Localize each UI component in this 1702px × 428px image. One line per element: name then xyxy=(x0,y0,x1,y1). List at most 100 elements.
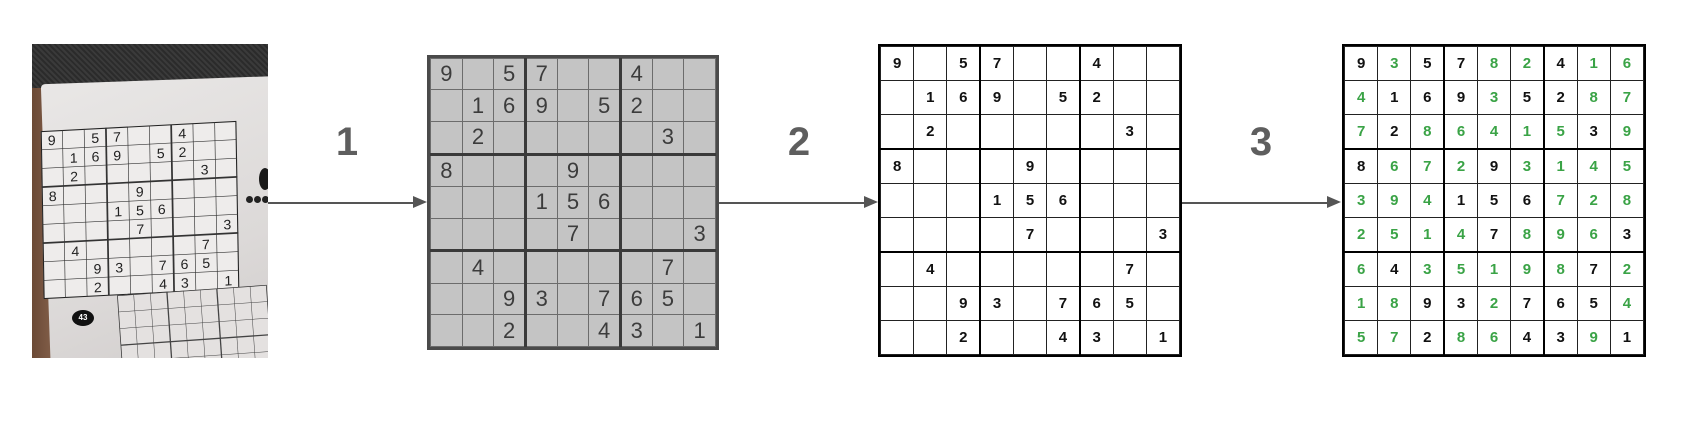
scanned-grid-cell xyxy=(430,217,463,253)
solved-grid-cell: 7 xyxy=(1609,79,1645,115)
solved-grid-cell: 2 xyxy=(1510,46,1545,81)
solved-grid-cell: 6 xyxy=(1410,79,1446,115)
scanned-grid-cell xyxy=(493,250,527,284)
photo-grid-digit: 7 xyxy=(202,236,210,252)
scanned-grid-cell xyxy=(651,314,685,347)
digitized-grid-cell xyxy=(1145,148,1181,185)
solved-grid-cell: 2 xyxy=(1410,320,1446,355)
photo-grid-digit: 3 xyxy=(181,275,189,291)
solved-grid-cell: 5 xyxy=(1476,183,1512,218)
scanned-grid-cell: 9 xyxy=(493,282,527,316)
scanned-grid-cell xyxy=(588,153,622,188)
scanned-grid-cell xyxy=(430,314,463,347)
digitized-grid-cell: 9 xyxy=(979,79,1014,115)
solved-grid-cell: 9 xyxy=(1377,183,1412,218)
difficulty-dot xyxy=(262,196,268,203)
solved-grid-cell: 1 xyxy=(1476,251,1512,288)
digitized-grid-cell: 3 xyxy=(979,286,1014,322)
photo-grid-line xyxy=(42,251,239,263)
solved-grid-cell: 7 xyxy=(1476,216,1512,254)
photo-next-grid-line xyxy=(119,317,268,329)
scanned-grid-cell xyxy=(683,250,716,284)
scanned-grid-cell xyxy=(651,186,685,219)
solved-grid-cell: 5 xyxy=(1609,148,1645,185)
scanned-grid-cell xyxy=(683,57,716,91)
photo-binder-hole xyxy=(259,168,268,190)
photo-next-grid-line xyxy=(150,292,157,358)
solved-grid-cell: 3 xyxy=(1576,113,1611,150)
digitized-grid-cell: 3 xyxy=(1112,113,1147,150)
digitized-grid-cell: 2 xyxy=(946,320,982,355)
scanned-grid-cell xyxy=(619,120,653,156)
photo-grid-digit: 2 xyxy=(178,144,186,160)
scanned-grid-cell: 5 xyxy=(493,57,527,91)
scanned-grid-cell: 3 xyxy=(651,120,685,156)
digitized-grid-cell: 7 xyxy=(979,46,1014,81)
scanned-grid-cell xyxy=(493,186,527,219)
scanned-grid-cell: 7 xyxy=(556,217,590,253)
photo-grid-digit: 7 xyxy=(136,221,144,237)
solved-grid-cell: 9 xyxy=(1343,46,1379,81)
digitized-grid-cell xyxy=(979,251,1014,288)
photo-grid-line xyxy=(127,126,131,295)
digitized-grid-cell xyxy=(1012,113,1048,150)
photo-grid-digit: 4 xyxy=(159,276,167,292)
solved-grid-cell: 6 xyxy=(1576,216,1611,254)
solved-grid-cell: 7 xyxy=(1543,183,1578,218)
digitized-grid-cell: 6 xyxy=(1079,286,1114,322)
scanned-grid-cell xyxy=(556,314,590,347)
solved-grid-cell: 6 xyxy=(1543,286,1578,322)
arrow-3-head xyxy=(1327,196,1341,208)
photo-next-grid-line xyxy=(199,289,207,358)
digitized-grid-cell xyxy=(1012,286,1048,322)
digitized-grid-cell: 3 xyxy=(1079,320,1114,355)
scanned-grid-cell xyxy=(461,314,495,347)
solved-grid-cell: 6 xyxy=(1609,46,1645,81)
arrow-3-line xyxy=(1182,202,1328,204)
solved-grid-cell: 8 xyxy=(1510,216,1545,254)
scanned-grid-cell xyxy=(493,217,527,253)
scanned-grid-cell: 9 xyxy=(556,153,590,188)
scanned-grid-cell xyxy=(430,186,463,219)
step-1-label: 1 xyxy=(335,120,359,164)
digitized-grid-cell: 3 xyxy=(1145,216,1181,254)
digitized-grid-cell: 2 xyxy=(913,113,948,150)
solved-grid-cell: 1 xyxy=(1543,148,1578,185)
digitized-grid-cell xyxy=(979,113,1014,150)
solved-grid-cell: 5 xyxy=(1377,216,1412,254)
photo-next-grid-line xyxy=(183,290,191,358)
digitized-grid-cell: 5 xyxy=(1112,286,1147,322)
solved-grid-cell: 4 xyxy=(1609,286,1645,322)
digitized-grid-cell xyxy=(1046,216,1081,254)
digitized-grid-cell xyxy=(879,286,915,322)
step-2-label: 2 xyxy=(787,120,811,164)
scanned-grid-cell xyxy=(556,120,590,156)
solved-grid-cell: 2 xyxy=(1343,216,1379,254)
scanned-grid-cell xyxy=(619,186,653,219)
digitized-grid-cell xyxy=(1079,113,1114,150)
scanned-grid-cell: 9 xyxy=(430,57,463,91)
scanned-grid-cell xyxy=(524,153,558,188)
scanned-grid-cell: 7 xyxy=(651,250,685,284)
solved-grid-cell: 1 xyxy=(1377,79,1412,115)
photo-next-grid-line xyxy=(133,294,141,358)
scanned-grid-cell xyxy=(651,57,685,91)
digitized-grid-cell: 7 xyxy=(1046,286,1081,322)
digitized-grid-cell: 1 xyxy=(979,183,1014,218)
digitized-grid-cell xyxy=(1046,113,1081,150)
solved-grid-cell: 6 xyxy=(1443,113,1478,150)
scanned-grid-cell xyxy=(524,120,558,156)
digitized-grid-cell xyxy=(1046,251,1081,288)
